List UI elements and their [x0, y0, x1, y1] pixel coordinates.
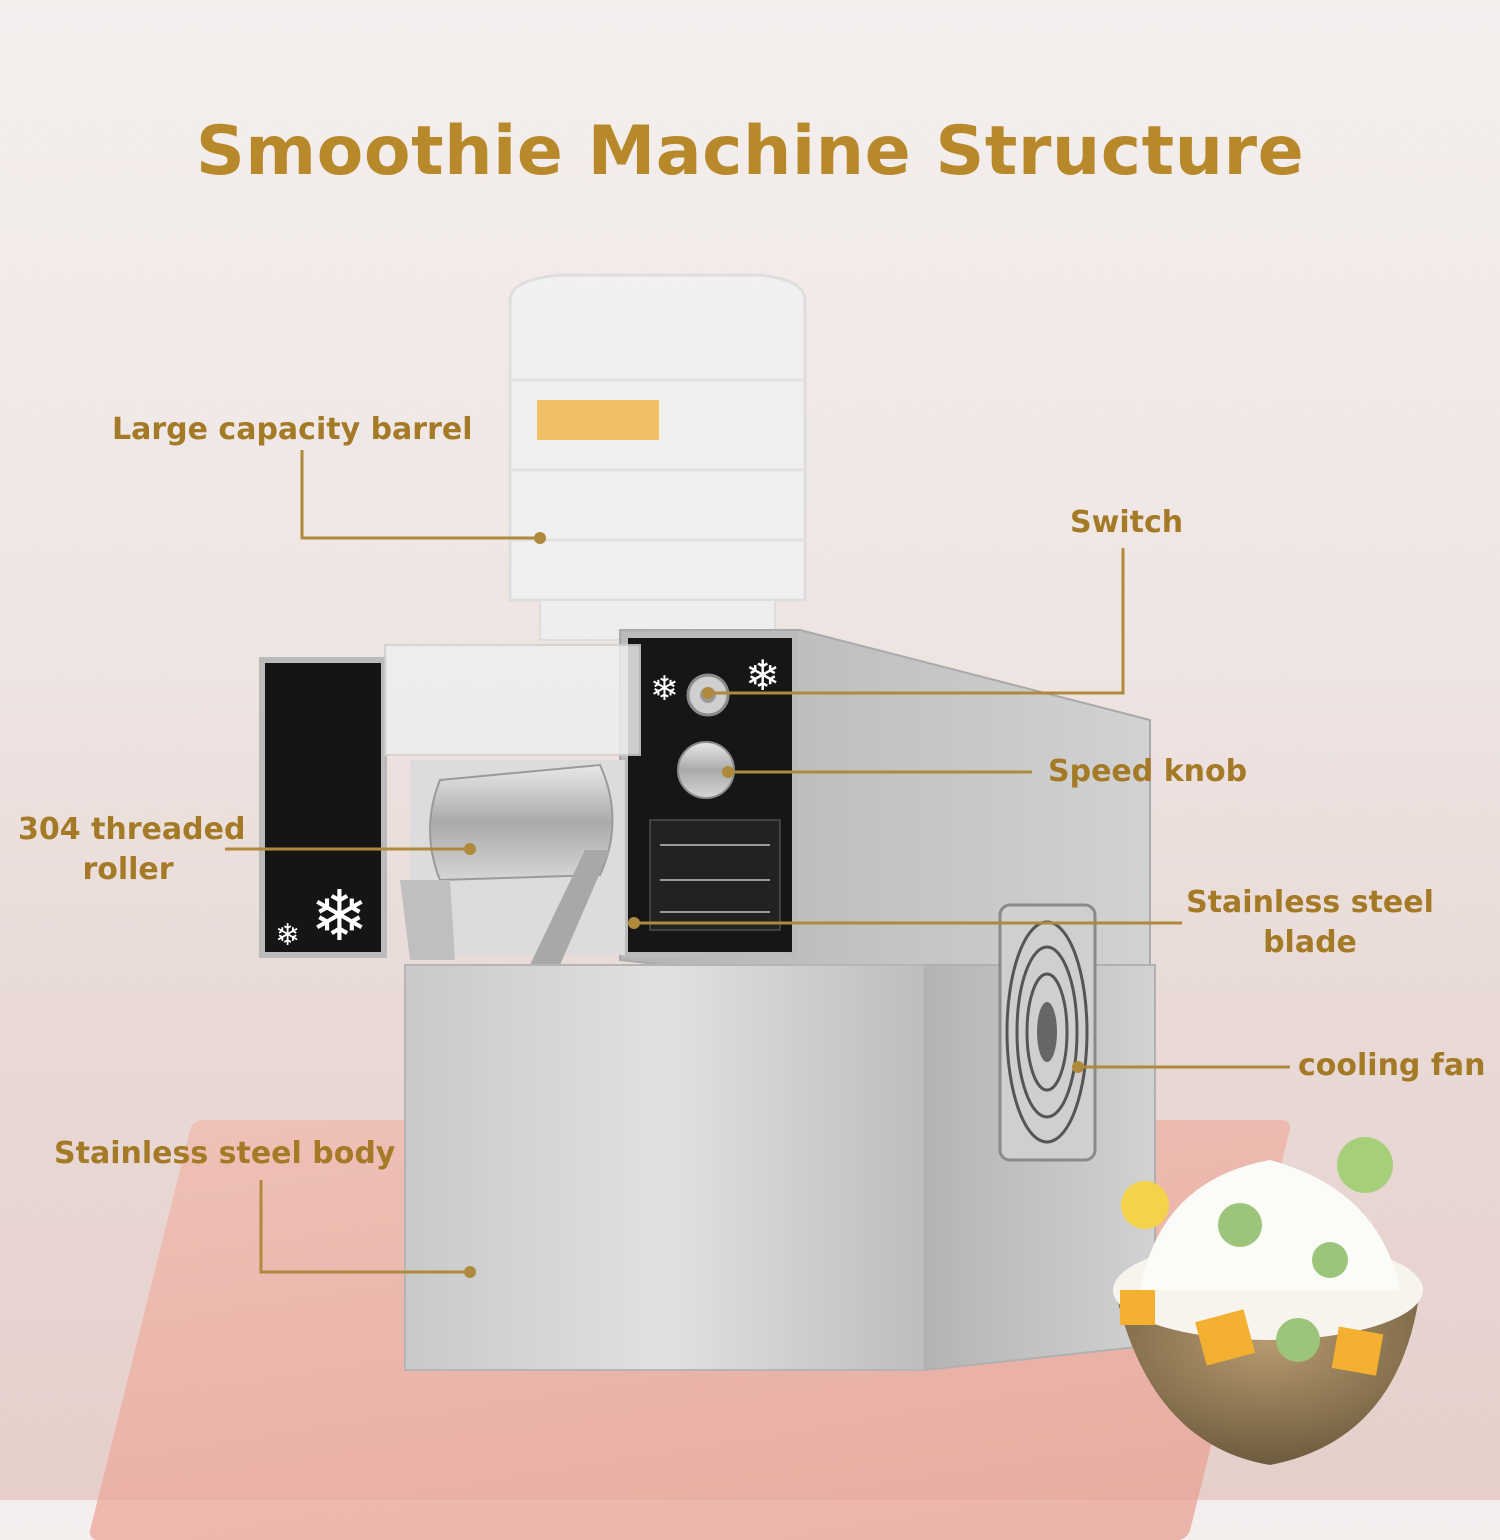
top-housing [259, 629, 1151, 981]
water-barrel [508, 273, 807, 641]
label-body: Stainless steel body [54, 1136, 396, 1171]
label-blade: Stainless steel blade [1185, 883, 1435, 963]
leader-dots [464, 532, 1084, 1278]
diagram-title: Smoothie Machine Structure [195, 112, 1305, 191]
label-blade-line1: Stainless steel [1186, 885, 1434, 920]
svg-text:❄: ❄ [310, 875, 369, 957]
svg-text:❄: ❄ [650, 669, 679, 709]
snowflake-decor: ❄ ❄ ❄ ❄ [275, 651, 780, 957]
label-speed-knob: Speed knob [1048, 754, 1248, 789]
threaded-roller [400, 760, 625, 965]
warning-sticker [537, 400, 659, 440]
label-roller: 304 threaded roller [18, 810, 246, 890]
machine-illustration: ❄ ❄ ❄ ❄ [225, 273, 1423, 1465]
label-cooling-fan: cooling fan [1298, 1048, 1486, 1083]
label-roller-line2: roller [82, 852, 174, 887]
label-blade-line2: blade [1263, 925, 1357, 960]
shaved-ice-dessert [1113, 1137, 1423, 1465]
label-switch: Switch [1070, 505, 1184, 540]
leader-lines [225, 450, 1290, 1274]
diagram-stage: ❄ ❄ ❄ ❄ [18, 112, 1486, 1540]
label-roller-line1: 304 threaded [18, 812, 246, 847]
cooling-fan [998, 903, 1097, 1162]
speed-knob [677, 741, 735, 799]
svg-text:❄: ❄ [275, 918, 300, 953]
label-barrel: Large capacity barrel [112, 412, 473, 447]
